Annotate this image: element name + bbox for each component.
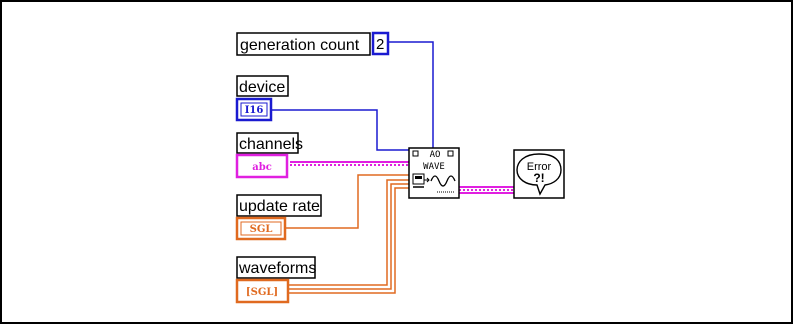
vi-main-text: WAVE [423, 162, 445, 172]
device-control[interactable]: device I16 [235, 75, 289, 122]
wire-update-rate[interactable] [285, 174, 410, 229]
generation-count-label: generation count [240, 37, 360, 54]
vi-device-glyph-icon [412, 173, 430, 188]
channels-terminal [235, 153, 289, 179]
waveforms-label: waveforms [238, 260, 316, 277]
channels-type-label: abc [252, 162, 272, 173]
update-rate-type-label: SGL [250, 224, 273, 235]
generation-count-control[interactable]: generation count 2 [236, 31, 390, 56]
channels-control[interactable]: channels abc [235, 132, 303, 179]
wire-channels[interactable] [290, 161, 410, 166]
channels-label-box [236, 132, 299, 154]
vi-top-right-marker [447, 150, 454, 157]
ao-wave-vi-icon[interactable]: AO WAVE [408, 147, 460, 199]
error-handler-icon[interactable]: Error ?! [513, 149, 565, 199]
channels-label: channels [239, 136, 303, 153]
error-speech-bubble-icon [516, 153, 562, 196]
update-rate-label-box [236, 194, 322, 217]
vi-top-text: AO [430, 150, 441, 160]
wire-device[interactable] [271, 109, 424, 151]
waveforms-terminal [235, 278, 290, 304]
waveforms-type-label: [SGL] [246, 287, 278, 298]
wire-error-out[interactable] [459, 186, 515, 194]
wire-generation-count[interactable] [388, 41, 434, 150]
update-rate-label: update rate [239, 198, 320, 215]
vi-wave-glyph-icon [430, 175, 456, 193]
device-type-label: I16 [245, 105, 264, 116]
generation-count-constant: 2 [376, 36, 384, 53]
error-icon-symbol: ?! [533, 171, 544, 185]
vi-top-left-marker [412, 150, 419, 157]
waveforms-label-box [236, 256, 316, 279]
wire-waveforms[interactable] [288, 179, 410, 294]
error-icon-text: Error [527, 161, 552, 173]
update-rate-control[interactable]: update rate SGL [235, 194, 322, 241]
device-label-box [236, 75, 289, 97]
generation-count-constant-box [371, 31, 390, 56]
waveforms-control[interactable]: waveforms [SGL] [235, 256, 316, 304]
generation-count-label-box [236, 32, 371, 56]
device-label: device [239, 79, 285, 96]
